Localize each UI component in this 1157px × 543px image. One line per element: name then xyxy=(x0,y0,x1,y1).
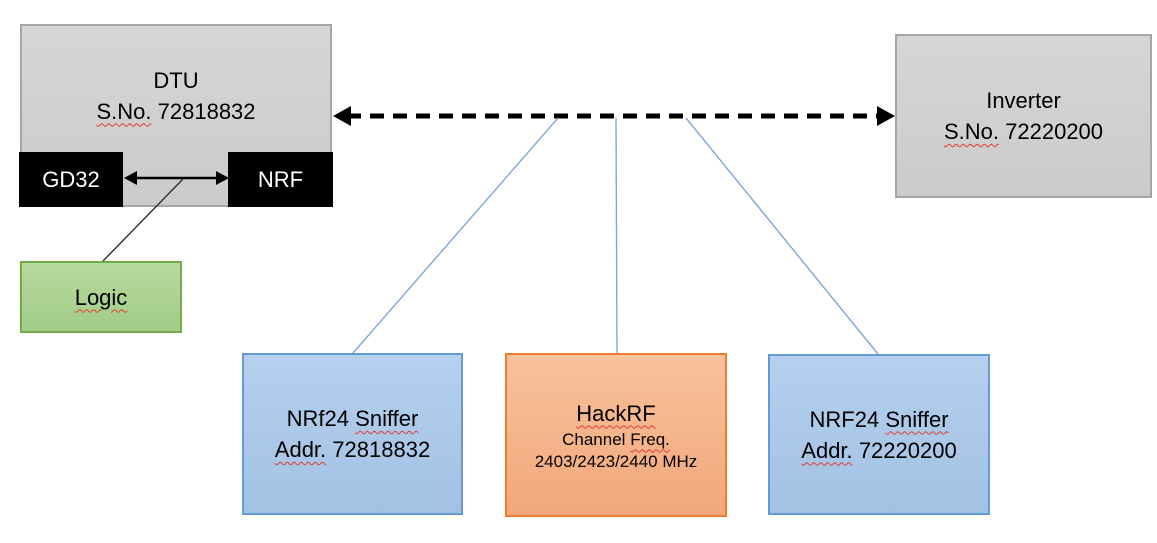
sniffer2-addr-line: Addr.72220200 xyxy=(801,435,956,466)
sniffer2-title-word: Sniffer xyxy=(885,406,949,432)
dtu-title: DTU xyxy=(153,67,199,93)
sniffer1-title-word: Sniffer xyxy=(355,406,419,431)
sniffer2-addr-number: 72220200 xyxy=(858,437,957,463)
sniffer1-connector-line xyxy=(352,117,559,354)
inverter-serial-label: S.No. xyxy=(943,119,999,144)
sniffer1-title-prefix: NRf24 xyxy=(286,406,349,431)
hackrf-subtitle-prefix: Channel xyxy=(562,429,626,449)
hackrf-title: HackRF xyxy=(576,398,655,429)
inverter-serial-line: S.No.72220200 xyxy=(944,116,1103,147)
node-inverter: Inverter S.No.72220200 xyxy=(895,34,1152,198)
hackrf-frequencies: 2403/2423/2440 MHz xyxy=(534,451,698,471)
sniffer2-title-prefix: NRF24 xyxy=(809,406,880,432)
node-logic: Logic xyxy=(20,261,182,333)
dtu-serial-label: S.No. xyxy=(96,98,152,124)
sniffer1-addr-line: Addr.72818832 xyxy=(275,434,430,465)
dtu-inverter-dashed-arrow xyxy=(333,106,895,126)
nrf-label: NRF xyxy=(257,167,304,192)
sniffer2-connector-line xyxy=(685,117,879,355)
dtu-serial-line: S.No.72818832 xyxy=(96,96,255,127)
logic-label: Logic xyxy=(75,282,128,313)
hackrf-title-text: HackRF xyxy=(576,400,656,426)
sniffer2-addr-label: Addr. xyxy=(801,437,853,463)
hackrf-subtitle-word: Freq. xyxy=(630,429,670,449)
dtu-serial-number: 72818832 xyxy=(157,98,256,124)
inverter-serial-number: 72220200 xyxy=(1005,119,1104,144)
node-gd32: GD32 xyxy=(19,152,123,207)
inverter-title: Inverter xyxy=(986,88,1061,113)
gd32-label: GD32 xyxy=(42,167,100,192)
sniffer1-addr-number: 72818832 xyxy=(332,437,431,462)
node-nrf: NRF xyxy=(228,152,333,207)
logic-label-text: Logic xyxy=(74,284,128,310)
hackrf-connector-line xyxy=(615,117,618,354)
sniffer1-addr-label: Addr. xyxy=(274,437,327,462)
